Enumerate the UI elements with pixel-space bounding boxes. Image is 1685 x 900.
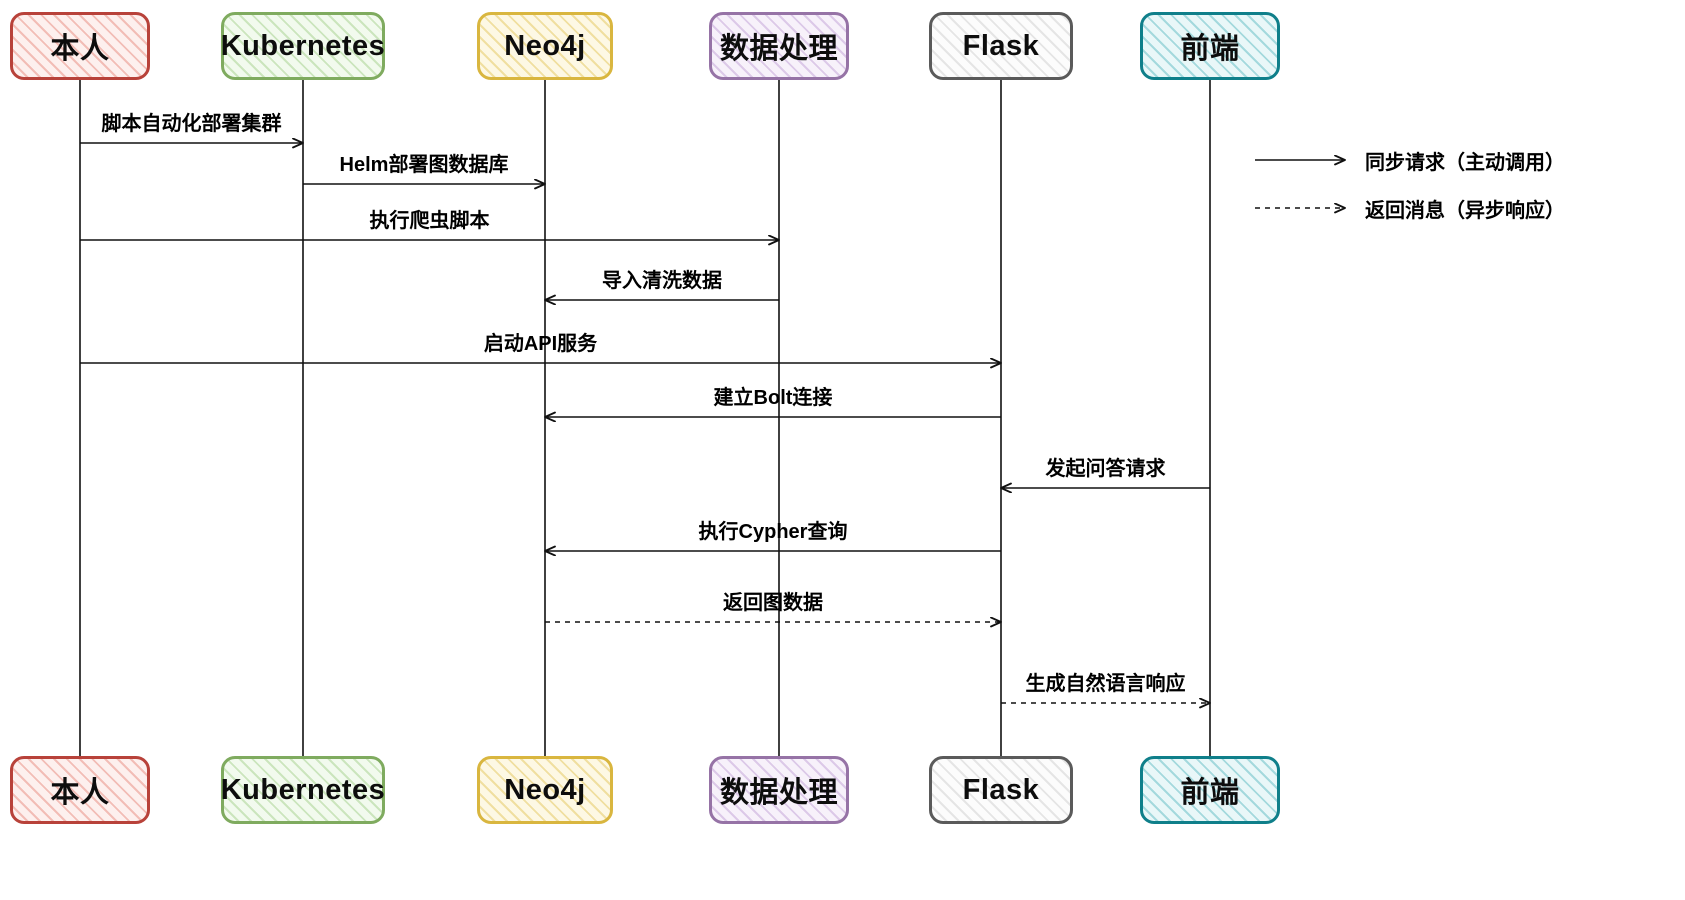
actor-kubernetes-top-box: Kubernetes [221, 12, 385, 80]
lifelines [79, 80, 1211, 756]
actor-frontend-bottom-box: 前端 [1140, 756, 1280, 824]
message-label-1: Helm部署图数据库 [339, 154, 509, 176]
actor-data-processing-bottom-box: 数据处理 [709, 756, 849, 824]
actor-label-data-processing: 数据处理 [719, 777, 838, 809]
actor-label-frontend: 前端 [1180, 777, 1240, 809]
actor-frontend-top-box: 前端 [1140, 12, 1280, 80]
legend-dashed-arrow-icon [1255, 201, 1353, 215]
message-label-3: 导入清洗数据 [602, 270, 722, 292]
legend-label-1: 返回消息（异步响应） [1365, 199, 1565, 222]
message-label-6: 发起问答请求 [1045, 458, 1166, 480]
actor-label-self: 本人 [50, 33, 110, 65]
actor-label-self: 本人 [50, 777, 110, 809]
legend-row-sync: 同步请求（主动调用） [1253, 144, 1565, 176]
message-label-2: 执行爬虫脚本 [369, 210, 490, 232]
actor-self-bottom-box: 本人 [10, 756, 150, 824]
legend-row-async: 返回消息（异步响应） [1253, 192, 1565, 224]
actor-self-top-box: 本人 [10, 12, 150, 80]
message-label-9: 生成自然语言响应 [1025, 673, 1186, 695]
actor-label-frontend: 前端 [1180, 33, 1240, 65]
actor-label-flask: Flask [962, 773, 1040, 806]
legend-label-0: 同步请求（主动调用） [1365, 151, 1565, 174]
actor-neo4j-bottom-box: Neo4j [477, 756, 613, 824]
message-label-4: 启动API服务 [483, 333, 598, 355]
actor-flask-top-box: Flask [929, 12, 1073, 80]
message-label-0: 脚本自动化部署集群 [101, 113, 282, 135]
actor-kubernetes-bottom-box: Kubernetes [221, 756, 385, 824]
actor-label-flask: Flask [962, 29, 1040, 62]
legend: 同步请求（主动调用） 返回消息（异步响应） [1253, 144, 1565, 224]
actor-label-kubernetes: Kubernetes [220, 773, 386, 806]
message-label-5: 建立Bolt连接 [713, 387, 833, 409]
legend-solid-arrow-icon [1255, 153, 1353, 167]
actor-neo4j-top-box: Neo4j [477, 12, 613, 80]
actor-label-neo4j: Neo4j [504, 29, 586, 62]
message-label-8: 返回图数据 [723, 592, 823, 614]
actor-label-neo4j: Neo4j [504, 773, 586, 806]
actor-flask-bottom-box: Flask [929, 756, 1073, 824]
actor-data-processing-top-box: 数据处理 [709, 12, 849, 80]
actor-label-data-processing: 数据处理 [719, 33, 838, 65]
message-label-7: 执行Cypher查询 [698, 521, 848, 543]
message-arrows [80, 143, 1210, 703]
actor-label-kubernetes: Kubernetes [220, 29, 386, 62]
